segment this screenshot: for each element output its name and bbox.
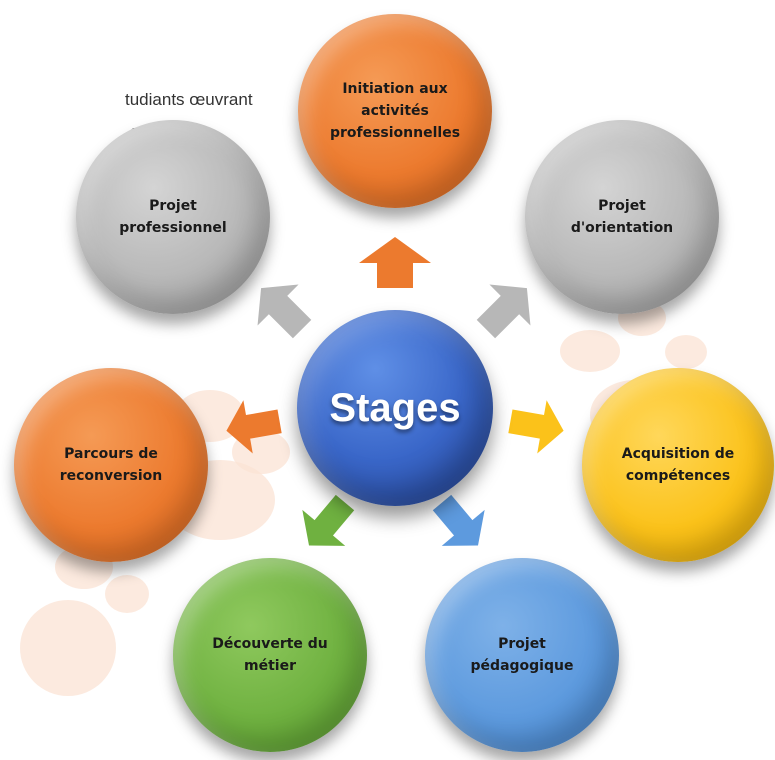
node-initiation: Initiation aux activités professionnelle… [298,14,492,208]
arrow-up-left-icon [257,284,312,339]
node-stages-label: Stages [329,385,461,430]
arrow-down-left-icon [302,494,355,546]
node-initiation-label: Initiation aux activités professionnelle… [329,81,461,141]
node-decouverte-metier-label: Découverte du métier [212,636,328,674]
node-projet-professionnel: Projet professionnel [76,120,270,314]
node-parcours-reconversion-label: Parcours de reconversion [59,446,163,484]
node-projet-professionnel-label: Projet professionnel [119,198,227,236]
arrow-down-right-icon [432,494,485,546]
node-decouverte-metier: Découverte du métier [173,558,367,752]
node-projet-pedagogique-label: Projet pédagogique [470,636,574,674]
arrow-right-icon [508,400,564,454]
node-parcours-reconversion: Parcours de reconversion [14,368,208,562]
background-text-line: tudiants œuvrant [125,90,253,109]
node-acquisition-competences-label: Acquisition de compétences [621,446,735,484]
arrow-left-icon [226,400,282,454]
node-projet-orientation-label: Projet d'orientation [570,198,674,236]
node-stages-center: Stages [297,310,493,506]
node-projet-pedagogique: Projet pédagogique [425,558,619,752]
node-acquisition-competences: Acquisition de compétences [582,368,774,562]
node-projet-orientation: Projet d'orientation [525,120,719,314]
arrow-up-right-icon [476,284,531,339]
arrow-up-icon [359,237,431,288]
